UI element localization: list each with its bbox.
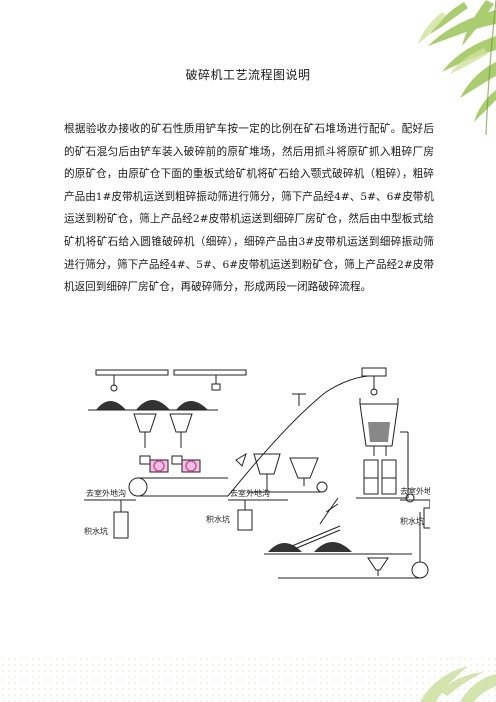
drain-label-right: 去室外地沟 — [400, 486, 430, 496]
sump-label-left: 积水坑 — [84, 526, 108, 536]
sump-label-middle: 积水坑 — [206, 514, 230, 524]
page-title: 破碎机工艺流程图说明 — [185, 68, 311, 82]
drain-label-left: 去室外地沟 — [86, 488, 126, 498]
bottom-leaf-decoration — [0, 656, 496, 702]
crushing-flow-diagram: 去室外地沟 积水坑 去室外地沟 积水坑 去室外地沟 积水坑 — [84, 367, 430, 579]
sump-label-right: 积水坑 — [400, 516, 424, 526]
bamboo-leaves-decoration — [418, 0, 496, 135]
drain-label-middle: 去室外地沟 — [230, 488, 270, 498]
process-description: 根据验收办接收的矿石性质用铲车按一定的比例在矿石堆场进行配矿。配好后的矿石混匀后… — [64, 123, 434, 294]
